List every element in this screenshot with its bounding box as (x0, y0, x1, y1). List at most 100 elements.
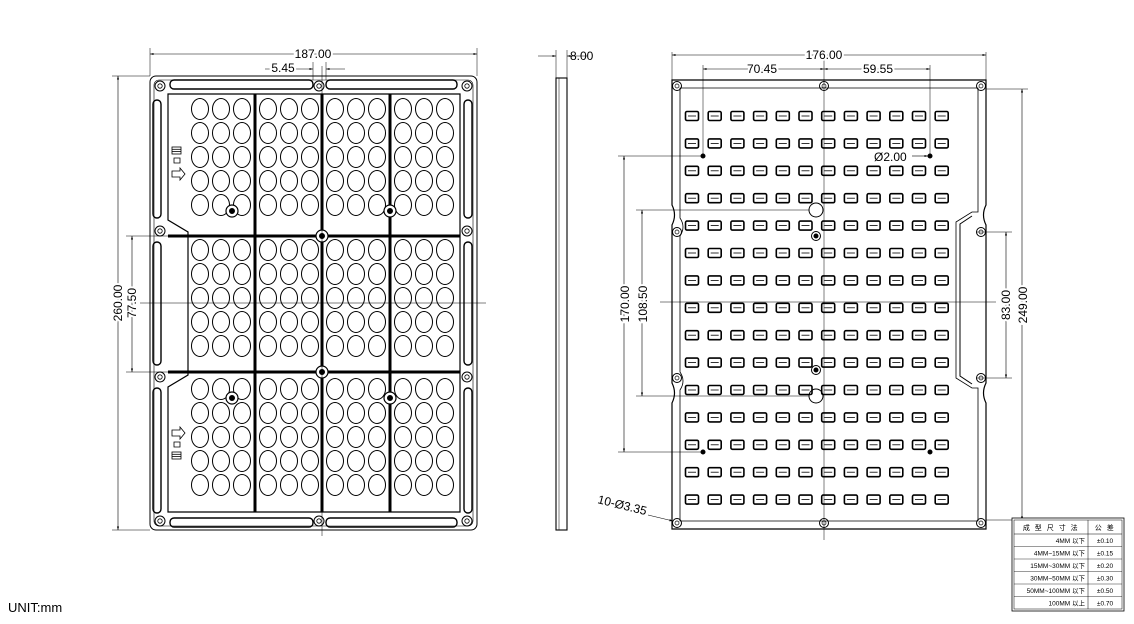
led-pad (684, 165, 700, 177)
lens (347, 194, 365, 216)
lens (415, 402, 433, 424)
led-pad (911, 192, 927, 204)
led-pad (798, 220, 813, 231)
lens (394, 474, 412, 496)
lens (191, 311, 209, 333)
lens (326, 146, 344, 168)
lens (368, 474, 386, 496)
dim-77-50: 77.50 (125, 288, 139, 318)
lens (368, 311, 386, 333)
lens (233, 146, 251, 168)
left-rail-mid (152, 241, 162, 366)
led-pad (730, 110, 745, 122)
led-pad (775, 412, 791, 423)
right-rail-bottom (463, 387, 473, 514)
right-side-rib (959, 215, 973, 385)
led-pad (684, 384, 700, 396)
lens (347, 239, 365, 261)
led-pad (866, 357, 881, 368)
lens (301, 239, 319, 261)
bottom-rail-left (169, 517, 314, 528)
lens (415, 98, 433, 120)
led-pad (934, 220, 950, 231)
mounting-hole (976, 518, 986, 528)
led-pad (798, 466, 813, 478)
lens (212, 287, 230, 309)
lens (191, 263, 209, 285)
mounting-hole (461, 515, 473, 527)
side-profile (555, 77, 568, 531)
lens (326, 426, 344, 448)
led-pad (911, 247, 927, 259)
lens (191, 194, 209, 216)
led-pad (684, 110, 700, 122)
led-pad (934, 357, 950, 368)
lens (326, 239, 344, 261)
led-pad (798, 439, 813, 451)
led-pad (684, 192, 700, 204)
lens (415, 287, 433, 309)
led-pad (911, 220, 927, 231)
led-pad (707, 357, 723, 368)
led-pad (730, 412, 745, 423)
led-pad (707, 466, 723, 478)
lens (394, 311, 412, 333)
lens (191, 98, 209, 120)
center-boss-bottom (808, 388, 824, 404)
led-pad (752, 302, 768, 314)
lens (301, 450, 319, 472)
lens (212, 450, 230, 472)
lens (259, 263, 277, 285)
led-pad (843, 110, 859, 122)
right-rail-top (463, 99, 473, 219)
lens (259, 426, 277, 448)
lens (347, 170, 365, 192)
led-pad (820, 220, 836, 231)
lens (415, 122, 433, 144)
led-pad (730, 384, 745, 396)
dim-108-50: 108.50 (636, 285, 650, 322)
led-pad (843, 384, 859, 396)
lens (259, 450, 277, 472)
lens (347, 474, 365, 496)
led-pad (934, 275, 950, 286)
led-pad (684, 412, 700, 423)
lens (368, 170, 386, 192)
led-pad (707, 247, 723, 259)
led-pad (730, 329, 745, 341)
led-pad (888, 275, 904, 286)
led-pad (775, 110, 791, 122)
lens (212, 378, 230, 400)
mounting-hole-inner (464, 228, 470, 234)
lens (280, 402, 298, 424)
led-pad (820, 110, 836, 122)
lens (347, 450, 365, 472)
led-pad (820, 192, 836, 204)
led-pad (934, 494, 950, 505)
lens (301, 98, 319, 120)
led-pad (707, 302, 723, 314)
led-pad (820, 412, 836, 423)
led-pad (888, 329, 904, 341)
led-pad (798, 275, 813, 286)
led-pad (752, 220, 768, 231)
lens (301, 378, 319, 400)
lens (347, 146, 365, 168)
lens (415, 474, 433, 496)
lens (415, 378, 433, 400)
led-pad (888, 412, 904, 423)
lens (233, 402, 251, 424)
mounting-hole-inner (464, 374, 470, 380)
lens (191, 239, 209, 261)
led-pad (888, 138, 904, 149)
led-pad (775, 138, 791, 149)
lens (347, 122, 365, 144)
lens (301, 263, 319, 285)
lens (212, 474, 230, 496)
led-pad (866, 138, 881, 149)
lens (191, 378, 209, 400)
lens (233, 287, 251, 309)
led-pad (730, 439, 745, 451)
lens (212, 426, 230, 448)
led-pad (866, 275, 881, 286)
